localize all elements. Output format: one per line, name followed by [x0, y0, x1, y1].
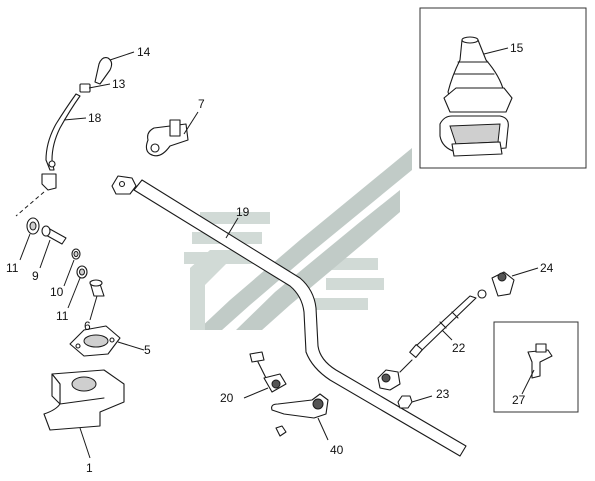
- callout-14: 14: [137, 45, 151, 59]
- shift-rod: [111, 175, 467, 457]
- callout-5: 5: [144, 343, 151, 357]
- callout-19: 19: [236, 205, 250, 219]
- callout-24: 24: [540, 261, 554, 275]
- callout-1: 1: [86, 461, 93, 475]
- shift-boot: [443, 36, 513, 113]
- small-bracket: [521, 343, 553, 395]
- flange-plate: [69, 325, 145, 357]
- ball-joint-upper: [477, 267, 539, 299]
- shift-lever: [15, 93, 87, 217]
- callout-13: 13: [112, 77, 126, 91]
- boot-inset-box: [419, 7, 587, 169]
- callout-10: 10: [50, 285, 64, 299]
- callout-27: 27: [512, 393, 526, 407]
- lever-arm: [271, 393, 329, 441]
- callout-18: 18: [88, 111, 102, 125]
- callout-15: 15: [510, 41, 524, 55]
- callout-11-lower: 11: [56, 309, 69, 323]
- shift-knob: [94, 51, 135, 85]
- ball-stud-bolt: [243, 351, 287, 399]
- watermark-logo: [184, 148, 412, 330]
- bushing-tube: [39, 225, 67, 269]
- callout-20: 20: [220, 391, 234, 405]
- callout-6: 6: [84, 319, 91, 333]
- lock-nut: [79, 83, 111, 93]
- callout-11-upper: 11: [6, 261, 19, 275]
- callout-22: 22: [452, 341, 466, 355]
- adjusting-rod: [409, 295, 477, 358]
- mounting-bracket: [43, 369, 125, 459]
- spacer-ring-upper: [19, 217, 40, 261]
- callout-23: 23: [436, 387, 450, 401]
- nut: [397, 395, 433, 409]
- washer: [63, 248, 81, 287]
- spacer-ring-lower: [67, 265, 88, 309]
- callout-7: 7: [198, 97, 205, 111]
- bracket-inset-box: [493, 321, 579, 413]
- ball-joint-lower: [377, 359, 413, 391]
- callout-40: 40: [330, 443, 344, 457]
- boot-seal-plate: [439, 115, 509, 157]
- bushing: [89, 279, 105, 321]
- pivot-bracket: [145, 111, 199, 157]
- callout-9: 9: [32, 269, 39, 283]
